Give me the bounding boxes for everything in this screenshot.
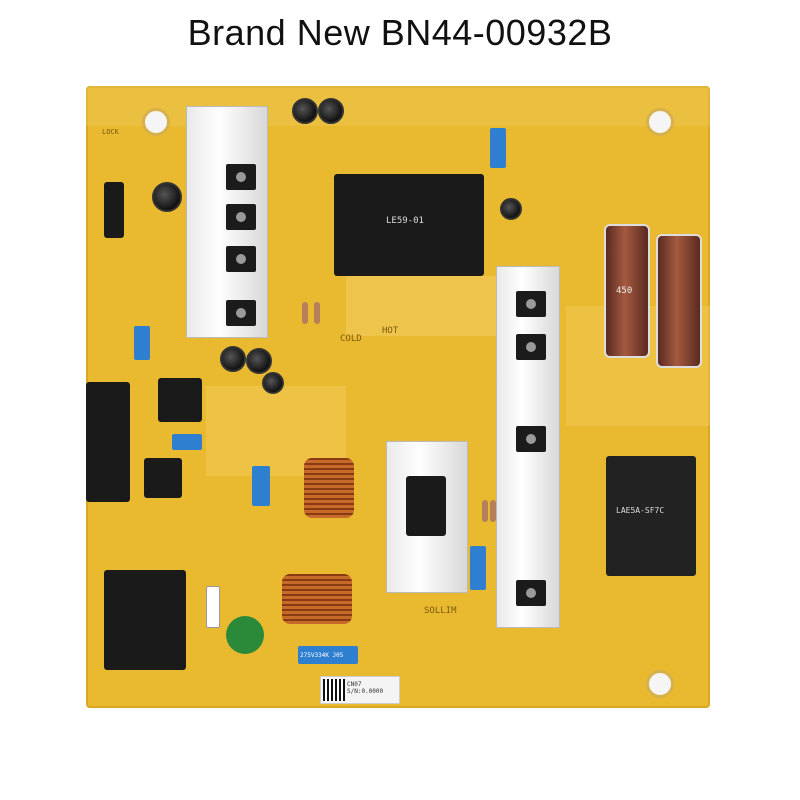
capacitor xyxy=(292,98,318,124)
inductor xyxy=(158,378,202,422)
cold-label: COLD xyxy=(340,334,362,344)
side-transformer xyxy=(606,456,696,576)
bulk-capacitor xyxy=(604,224,650,358)
sollim-label: SOLLIM xyxy=(424,606,457,616)
mosfet xyxy=(516,426,546,452)
mosfet xyxy=(226,300,256,326)
mounting-hole xyxy=(646,670,674,698)
transformer-label: LE59-01 xyxy=(386,216,424,226)
film-capacitor xyxy=(470,546,486,590)
pcb-board-photo: LE59-01 450 LAE5A-SF7C 275V334K J05 LOCK xyxy=(86,86,710,708)
cap-small-label: 275V334K J05 xyxy=(300,652,344,659)
lock-label: LOCK xyxy=(102,128,119,136)
side-transformer-label: LAE5A-SF7C xyxy=(616,506,665,515)
fuse xyxy=(206,586,220,628)
mounting-hole xyxy=(142,108,170,136)
connector xyxy=(86,382,130,502)
bulk-capacitor xyxy=(656,234,702,368)
ac-inlet-connector xyxy=(104,570,186,670)
cap-rating-label: 450 xyxy=(616,286,633,296)
film-capacitor xyxy=(490,128,506,168)
film-capacitor xyxy=(298,646,358,664)
qr-code xyxy=(323,679,345,701)
output-connector xyxy=(104,182,124,238)
bridge-rectifier xyxy=(406,476,446,536)
resistor xyxy=(314,302,320,324)
common-mode-choke xyxy=(282,574,352,624)
mosfet xyxy=(226,204,256,230)
capacitor xyxy=(500,198,522,220)
resistor xyxy=(490,500,496,522)
product-title: Brand New BN44-00932B xyxy=(187,12,613,53)
mosfet xyxy=(516,580,546,606)
mosfet xyxy=(226,164,256,190)
capacitor xyxy=(246,348,272,374)
film-capacitor xyxy=(134,326,150,360)
film-capacitor xyxy=(172,434,202,450)
mosfet xyxy=(516,291,546,317)
hot-label: HOT xyxy=(382,326,399,336)
capacitor xyxy=(318,98,344,124)
main-transformer xyxy=(334,174,484,276)
sticker-text: CN07 S/N:0.0000 xyxy=(347,681,384,695)
barcode-sticker: CN07 S/N:0.0000 xyxy=(320,676,400,704)
varistor xyxy=(226,616,264,654)
mounting-hole xyxy=(646,108,674,136)
capacitor xyxy=(152,182,182,212)
film-capacitor xyxy=(252,466,270,506)
mosfet xyxy=(226,246,256,272)
resistor xyxy=(482,500,488,522)
mosfet xyxy=(516,334,546,360)
capacitor xyxy=(220,346,246,372)
resistor xyxy=(302,302,308,324)
common-mode-choke xyxy=(304,458,354,518)
capacitor xyxy=(262,372,284,394)
inductor xyxy=(144,458,182,498)
